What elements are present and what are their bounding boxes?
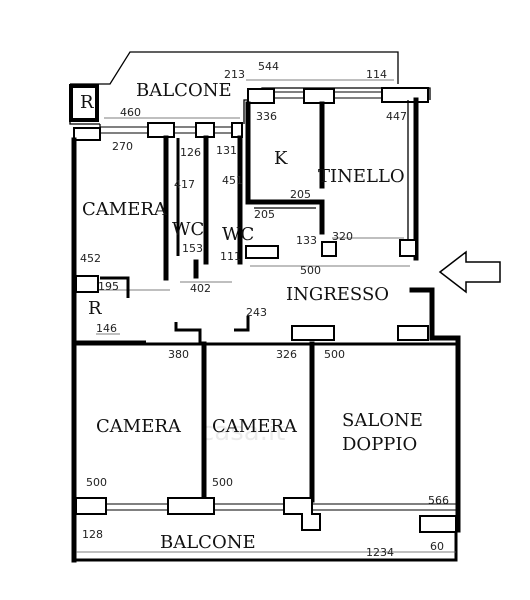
arrow-left-icon xyxy=(438,250,501,294)
room-label-r-top: R xyxy=(80,92,94,113)
dim-label: 133 xyxy=(296,234,317,247)
dim-label: 500 xyxy=(300,264,321,277)
room-label-r-mid: R xyxy=(88,298,102,319)
room-label-camera-left: CAMERA xyxy=(82,199,168,220)
dim-label: 205 xyxy=(254,208,275,221)
dim-label: 380 xyxy=(168,348,189,361)
dim-label: 213 xyxy=(224,68,245,81)
room-label-camera-bm: CAMERA xyxy=(212,416,298,437)
pillar xyxy=(231,122,243,138)
room-label-wc1: WC xyxy=(172,219,204,240)
room-label-salone: SALONE xyxy=(342,410,423,431)
kitchen-walls xyxy=(245,101,325,235)
dim-label: 243 xyxy=(246,306,267,319)
dim-label: 153 xyxy=(182,242,203,255)
pillar xyxy=(399,239,417,257)
dim-label: 131 xyxy=(216,144,237,157)
dim-label: 60 xyxy=(430,540,444,553)
dim-label: 500 xyxy=(324,348,345,361)
pillar xyxy=(291,325,335,341)
dim-label: 566 xyxy=(428,494,449,507)
dim-label: 111 xyxy=(220,250,241,263)
pillar xyxy=(303,88,335,104)
wall-seg xyxy=(174,322,202,344)
room-label-ingresso: INGRESSO xyxy=(286,284,389,305)
dim-label: 500 xyxy=(86,476,107,489)
room-label-balcone-top: BALCONE xyxy=(136,80,232,101)
pillar xyxy=(73,127,101,141)
r-mid-wall xyxy=(100,276,130,298)
pillar xyxy=(245,245,279,259)
dim-label: 114 xyxy=(366,68,387,81)
watermark-text: casa.it xyxy=(200,417,285,447)
room-label-k: K xyxy=(274,148,288,169)
dim-label: 402 xyxy=(190,282,211,295)
pillar xyxy=(397,325,429,341)
dim-label: 326 xyxy=(276,348,297,361)
pillar xyxy=(381,87,429,103)
dim-label: 320 xyxy=(332,230,353,243)
pillar xyxy=(75,275,99,293)
room-label-balcone-bottom: BALCONE xyxy=(160,532,256,553)
pillar xyxy=(321,241,337,257)
dim-label: 146 xyxy=(96,322,117,335)
pillar xyxy=(195,122,215,138)
dim-label: 460 xyxy=(120,106,141,119)
pillar xyxy=(419,515,457,533)
dim-label: 544 xyxy=(258,60,279,73)
dim-label: 500 xyxy=(212,476,233,489)
dim-label: 417 xyxy=(174,178,195,191)
dim-label: 447 xyxy=(386,110,407,123)
ingresso-right-wall xyxy=(409,287,461,533)
bottom-balcony-outline xyxy=(72,514,458,562)
dim-label: 126 xyxy=(180,146,201,159)
r-top-box xyxy=(69,84,99,122)
dim-label: 270 xyxy=(112,140,133,153)
dim-label: 336 xyxy=(256,110,277,123)
wall-seg xyxy=(234,316,250,332)
room-label-doppio: DOPPIO xyxy=(342,434,417,455)
dim-label: 451 xyxy=(222,174,243,187)
dim-label: 452 xyxy=(80,252,101,265)
room-label-wc2: WC xyxy=(222,224,254,245)
pillar xyxy=(147,122,175,138)
dim-label: 205 xyxy=(290,188,311,201)
dim-label: 128 xyxy=(82,528,103,541)
pillar xyxy=(283,497,321,531)
pillar xyxy=(247,88,275,104)
room-label-camera-bl: CAMERA xyxy=(96,416,182,437)
pillar xyxy=(167,497,215,515)
dim-label: 195 xyxy=(98,280,119,293)
dim-label: 1234 xyxy=(366,546,394,559)
room-label-tinello: TINELLO xyxy=(318,166,405,187)
pillar xyxy=(75,497,107,515)
